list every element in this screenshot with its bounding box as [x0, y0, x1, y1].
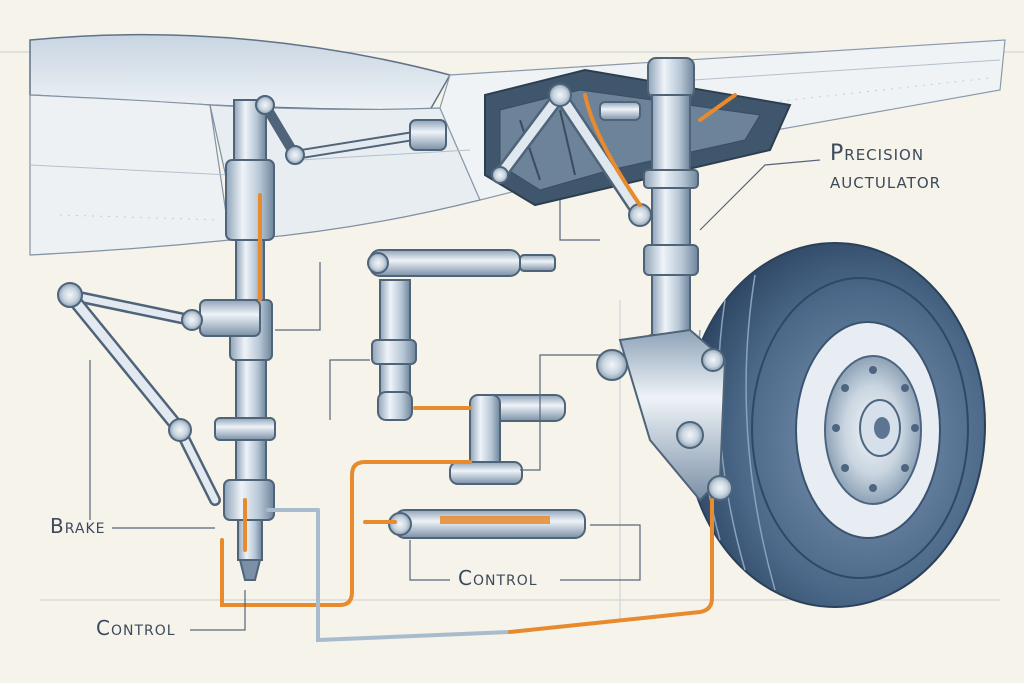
hydraulic-lines [220, 93, 737, 643]
side-brace-links [57, 95, 447, 506]
actuator-cylinders [367, 249, 586, 539]
control-label-center: Control [458, 566, 538, 590]
right-main-strut [596, 57, 733, 502]
control-label-left: Control [96, 616, 176, 640]
main-wheel [684, 242, 986, 608]
brake-label: Brake [50, 514, 106, 538]
callout-leaders [89, 159, 821, 631]
precision-actuator-label-line2: auctulator [830, 169, 942, 194]
precision-actuator-label: Precision auctulator [830, 140, 941, 196]
retraction-linkage [491, 83, 652, 227]
precision-actuator-label-line1: Precision [830, 141, 925, 166]
left-main-strut [199, 99, 276, 581]
